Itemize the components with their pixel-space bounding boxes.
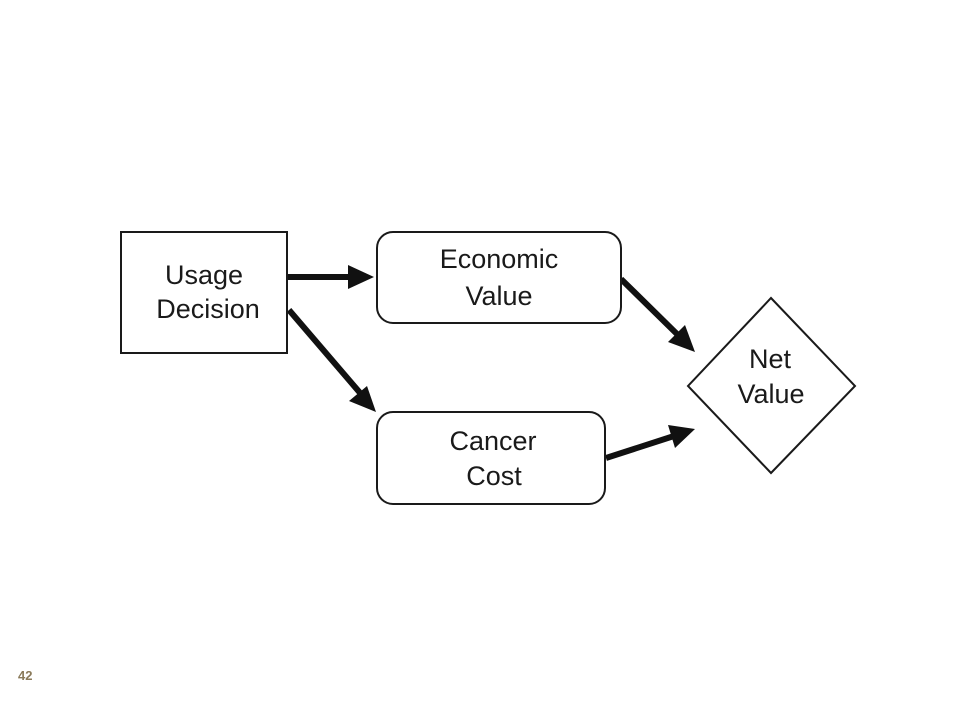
node-economic-value: Economic Value [376, 231, 622, 324]
node-cancer-cost: Cancer Cost [376, 411, 606, 505]
net-value-line2: Value [737, 379, 804, 409]
edge-economic-to-net [618, 276, 695, 352]
cancer-cost-line2: Cost [466, 461, 522, 491]
edge-cancer-to-net [605, 425, 695, 461]
net-value-line1: Net [749, 344, 792, 374]
usage-decision-line1: Usage [165, 260, 243, 290]
economic-value-line1: Economic [440, 244, 559, 274]
cancer-cost-line1: Cancer [449, 426, 536, 456]
usage-decision-line2: Decision [156, 294, 260, 324]
node-usage-decision: Usage Decision [120, 231, 288, 354]
edge-usage-to-economic [287, 265, 374, 289]
page-number: 42 [18, 668, 33, 683]
node-net-value: Net Value [686, 296, 857, 475]
economic-value-line2: Value [465, 281, 532, 311]
edge-usage-to-cancer [286, 308, 376, 412]
